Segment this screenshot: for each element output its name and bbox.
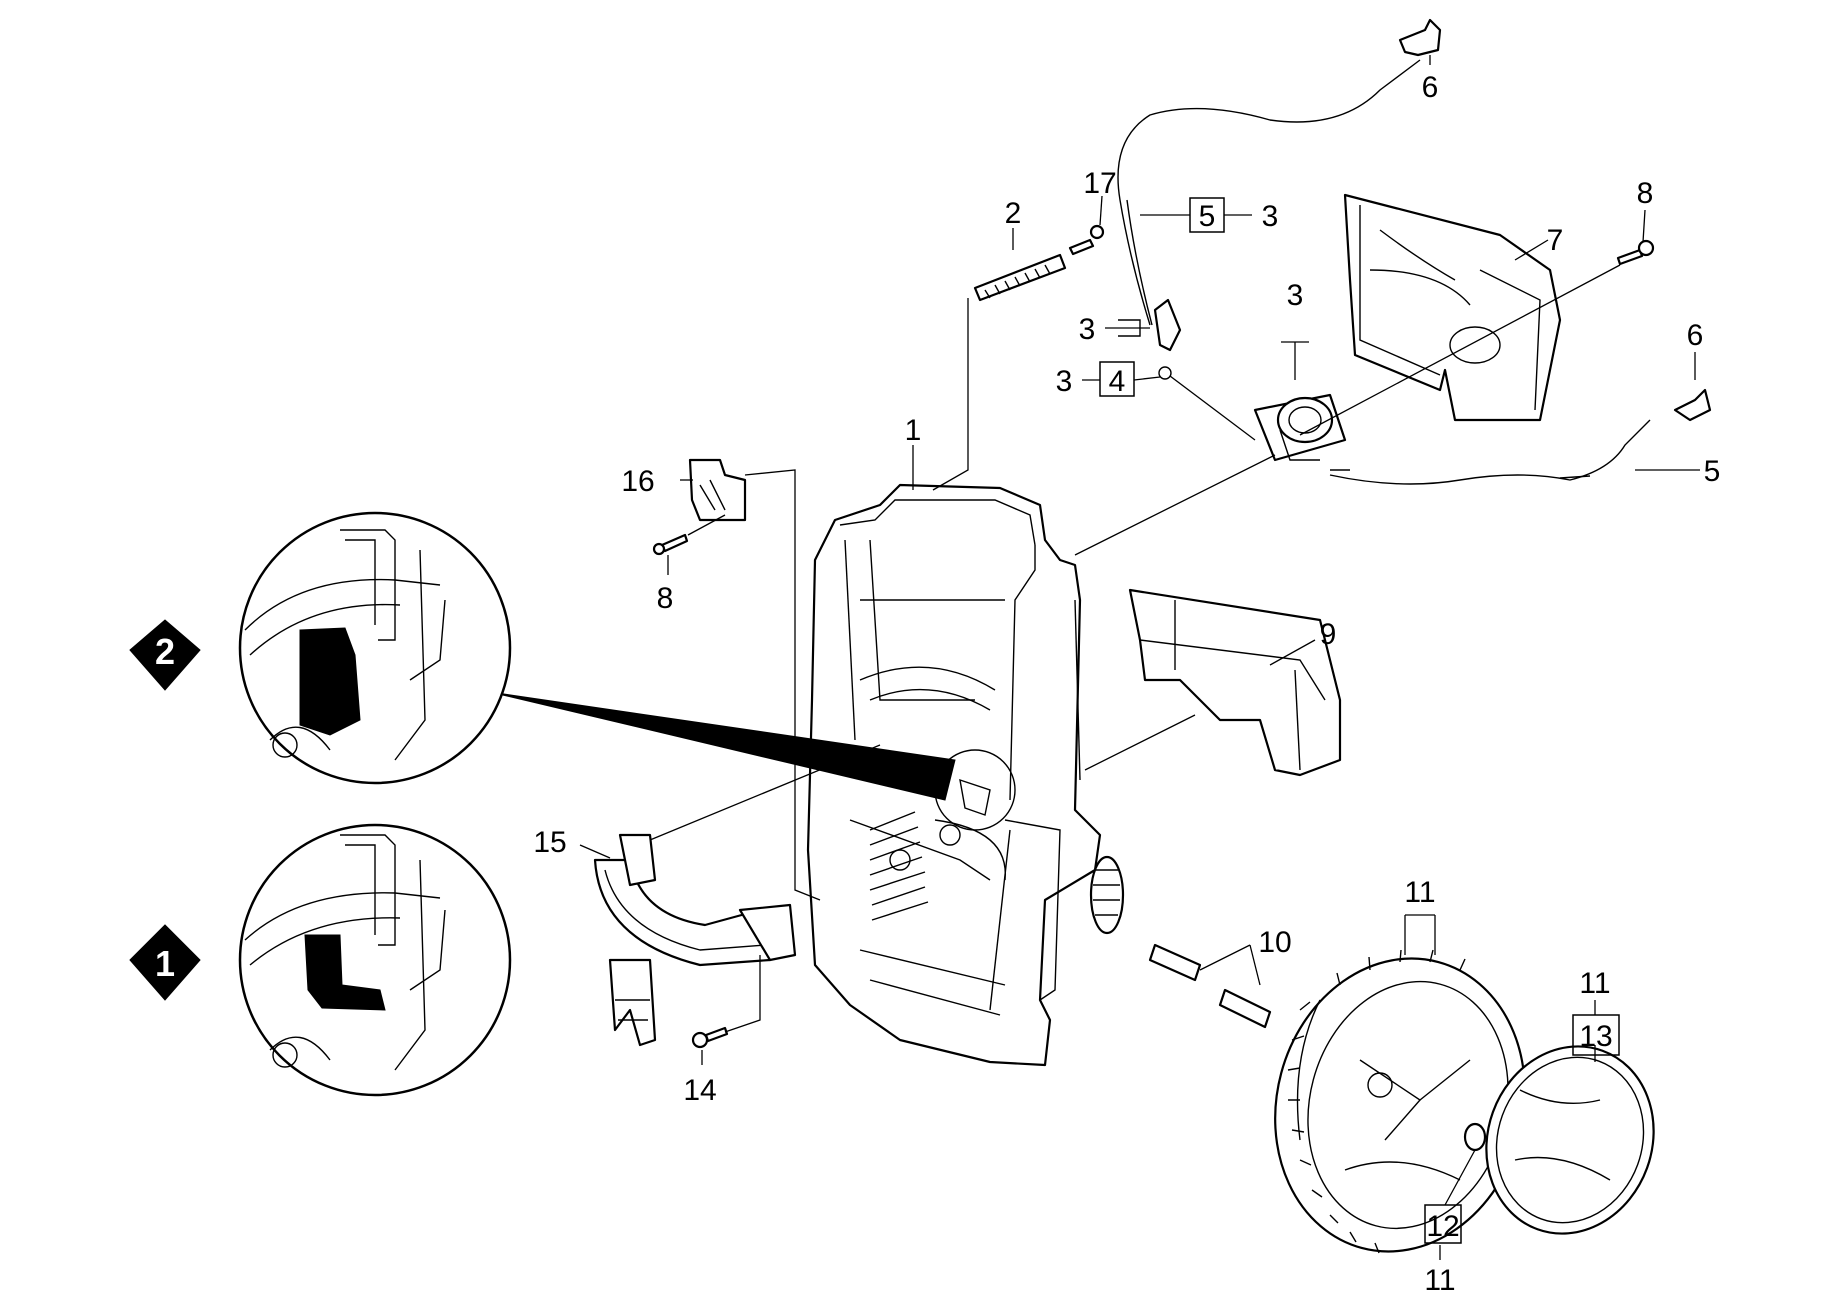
wheel [1274, 949, 1526, 1254]
callout-11-right: 11 [1579, 967, 1610, 1000]
callout-15: 15 [533, 826, 566, 859]
callout-4: 4 [1109, 365, 1126, 398]
svg-text:2: 2 [155, 631, 175, 672]
nozzle-holder [1253, 393, 1347, 462]
callout-5-top: 5 [1199, 200, 1216, 233]
callout-labels: 1 2 17 5 3 3 3 4 3 7 6 8 6 5 9 16 8 15 1… [533, 71, 1720, 1297]
svg-text:1: 1 [155, 943, 175, 984]
callout-12: 12 [1426, 1210, 1459, 1243]
callout-10: 10 [1258, 926, 1291, 959]
callout-3-c: 3 [1056, 365, 1073, 398]
callout-17: 17 [1083, 167, 1116, 200]
callout-14: 14 [683, 1074, 716, 1107]
detail-marker-1: 1 [129, 924, 201, 1001]
main-housing [806, 483, 1125, 1067]
callout-7: 7 [1547, 224, 1564, 257]
callout-11-bottom: 11 [1424, 1264, 1455, 1297]
callout-11-top: 11 [1404, 876, 1435, 909]
handle-part [593, 833, 797, 1047]
cover-part-9 [1128, 588, 1342, 777]
callout-2: 2 [1005, 197, 1022, 230]
detail-marker-2: 2 [129, 619, 201, 691]
hoses [1117, 59, 1651, 485]
detail-view-2 [238, 511, 512, 785]
callout-3-b: 3 [1079, 313, 1096, 346]
callout-8-right: 8 [1637, 177, 1654, 210]
callout-6-top: 6 [1422, 71, 1439, 104]
callout-13: 13 [1579, 1020, 1612, 1053]
detail-spotlight [489, 691, 956, 801]
callout-5-right: 5 [1704, 455, 1721, 488]
leader-lines [579, 55, 1700, 1260]
washer-and-hubcap [1463, 1045, 1655, 1235]
callout-6-right: 6 [1687, 319, 1704, 352]
small-parts [652, 18, 1712, 1049]
callout-16: 16 [621, 465, 654, 498]
callout-9: 9 [1320, 618, 1337, 651]
callout-8-left: 8 [657, 582, 674, 615]
callout-boxes [1099, 197, 1620, 1244]
cover-part-7 [1343, 193, 1562, 422]
callout-1: 1 [905, 414, 922, 447]
detail-view-1 [238, 823, 512, 1097]
callout-3-a: 3 [1262, 200, 1279, 233]
callout-3-d: 3 [1287, 279, 1304, 312]
